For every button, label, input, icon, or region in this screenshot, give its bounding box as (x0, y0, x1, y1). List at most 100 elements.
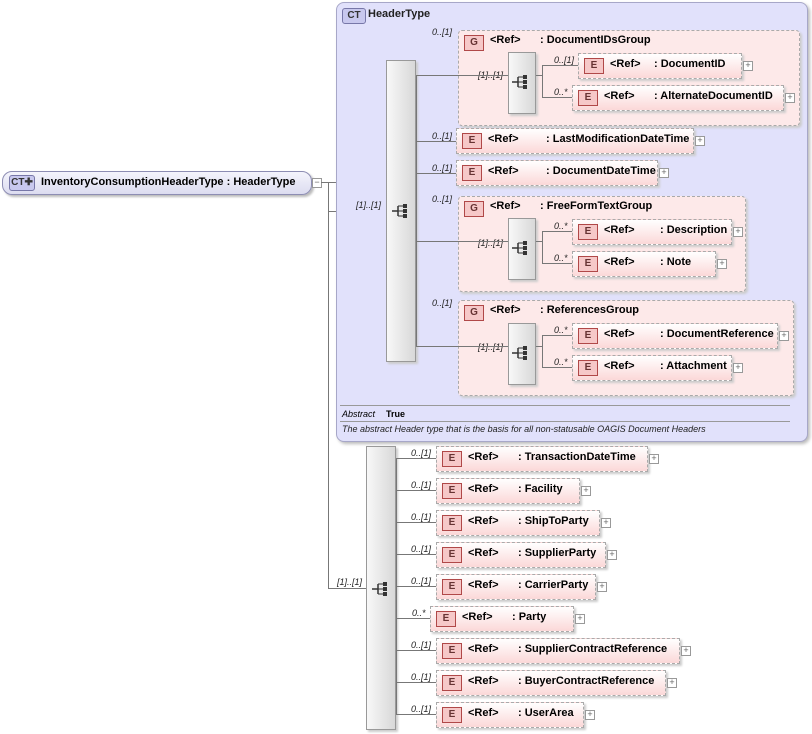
group-cardinality: 0..[1] (432, 298, 453, 308)
element-icon: E (462, 133, 482, 149)
element-ref: <Ref> (604, 360, 635, 372)
element-name: : Facility (518, 483, 563, 495)
element-ref: <Ref> (468, 451, 499, 463)
expand-icon[interactable]: + (659, 168, 669, 178)
expand-icon[interactable]: + (695, 136, 705, 146)
element-box[interactable] (578, 53, 742, 79)
element-name: : Party (512, 611, 547, 623)
connector (542, 335, 543, 367)
expand-icon[interactable]: + (597, 582, 607, 592)
sequence-box[interactable] (508, 323, 536, 385)
element-box[interactable] (436, 510, 600, 536)
sequence-cardinality: [1]..[1] (356, 200, 382, 210)
element-ref: <Ref> (468, 675, 499, 687)
element-box[interactable] (572, 85, 784, 111)
complex-type-icon: CT (342, 8, 366, 24)
sequence-icon (512, 241, 527, 255)
element-box[interactable] (572, 219, 732, 245)
element-cardinality: 0..* (554, 87, 568, 97)
element-name: : ShipToParty (518, 515, 589, 527)
element-box[interactable] (436, 574, 596, 600)
element-ref: <Ref> (468, 707, 499, 719)
expand-icon[interactable]: + (649, 454, 659, 464)
expand-icon[interactable]: + (667, 678, 677, 688)
element-cardinality: 0..[1] (411, 480, 432, 490)
element-cardinality: 0..[1] (554, 55, 575, 65)
expand-icon[interactable]: + (743, 61, 753, 71)
element-box[interactable] (456, 160, 658, 186)
element-ref: <Ref> (488, 165, 519, 177)
element-box[interactable] (436, 446, 648, 472)
expand-icon[interactable]: + (733, 363, 743, 373)
connector (396, 714, 436, 715)
connector (542, 65, 543, 97)
connector (396, 682, 436, 683)
element-box[interactable] (436, 542, 606, 568)
expand-icon[interactable]: + (733, 227, 743, 237)
expand-icon[interactable]: + (607, 550, 617, 560)
element-ref: <Ref> (468, 515, 499, 527)
element-cardinality: 0..[1] (432, 131, 453, 141)
element-cardinality: 0..* (554, 325, 568, 335)
root-name: InventoryConsumptionHeaderType (41, 176, 224, 188)
sequence-box[interactable] (508, 52, 536, 114)
connector (396, 618, 430, 619)
expand-icon[interactable]: + (717, 259, 727, 269)
group-ref: <Ref> (490, 34, 521, 46)
connector (542, 263, 572, 264)
element-name: : DocumentID (654, 58, 726, 70)
element-icon: E (442, 579, 462, 595)
connector (416, 173, 456, 174)
expand-icon[interactable]: + (601, 518, 611, 528)
element-cardinality: 0..[1] (411, 640, 432, 650)
expand-icon[interactable]: + (681, 646, 691, 656)
connector (542, 97, 572, 98)
element-ref: <Ref> (610, 58, 641, 70)
element-cardinality: 0..[1] (411, 704, 432, 714)
group-icon: G (464, 305, 484, 321)
connector (396, 554, 436, 555)
expand-icon[interactable]: + (779, 331, 789, 341)
sequence-cardinality: [1]..[1] (337, 577, 363, 587)
sequence-box[interactable] (508, 218, 536, 280)
element-box[interactable] (436, 670, 666, 696)
connector (328, 182, 329, 589)
element-icon: E (584, 58, 604, 74)
element-name: : TransactionDateTime (518, 451, 636, 463)
element-box[interactable] (436, 638, 680, 664)
element-name: : SupplierContractReference (518, 643, 668, 655)
element-ref: <Ref> (468, 579, 499, 591)
element-icon: E (578, 328, 598, 344)
outer-sequence[interactable] (366, 446, 396, 730)
connector (416, 75, 417, 346)
expand-icon[interactable]: + (581, 486, 591, 496)
collapse-icon[interactable]: − (312, 178, 322, 188)
group-name: : ReferencesGroup (540, 304, 640, 316)
element-box[interactable] (572, 323, 778, 349)
expand-icon[interactable]: + (585, 710, 595, 720)
connector (542, 367, 572, 368)
expand-icon[interactable]: + (575, 614, 585, 624)
sequence-cardinality: [1]..[1] (478, 238, 504, 248)
element-icon: E (436, 611, 456, 627)
root-type-label: InventoryConsumptionHeaderType : HeaderT… (41, 176, 295, 188)
connector (396, 650, 436, 651)
element-cardinality: 0..[1] (432, 163, 453, 173)
connector (536, 241, 542, 242)
connector (328, 588, 366, 589)
element-icon: E (578, 224, 598, 240)
inner-sequence[interactable] (386, 60, 416, 362)
complex-type-icon: CT✚ (9, 175, 35, 191)
element-ref: <Ref> (468, 547, 499, 559)
connector (416, 141, 456, 142)
element-box[interactable] (572, 355, 732, 381)
element-name: : SupplierParty (518, 547, 597, 559)
abstract-value: True (386, 409, 406, 419)
connector (396, 522, 436, 523)
connector (536, 346, 542, 347)
group-icon: G (464, 35, 484, 51)
element-box[interactable] (456, 128, 694, 154)
expand-icon[interactable]: + (785, 93, 795, 103)
element-name: : BuyerContractReference (518, 675, 655, 687)
root-complex-type[interactable]: CT✚ InventoryConsumptionHeaderType : Hea… (2, 171, 312, 195)
